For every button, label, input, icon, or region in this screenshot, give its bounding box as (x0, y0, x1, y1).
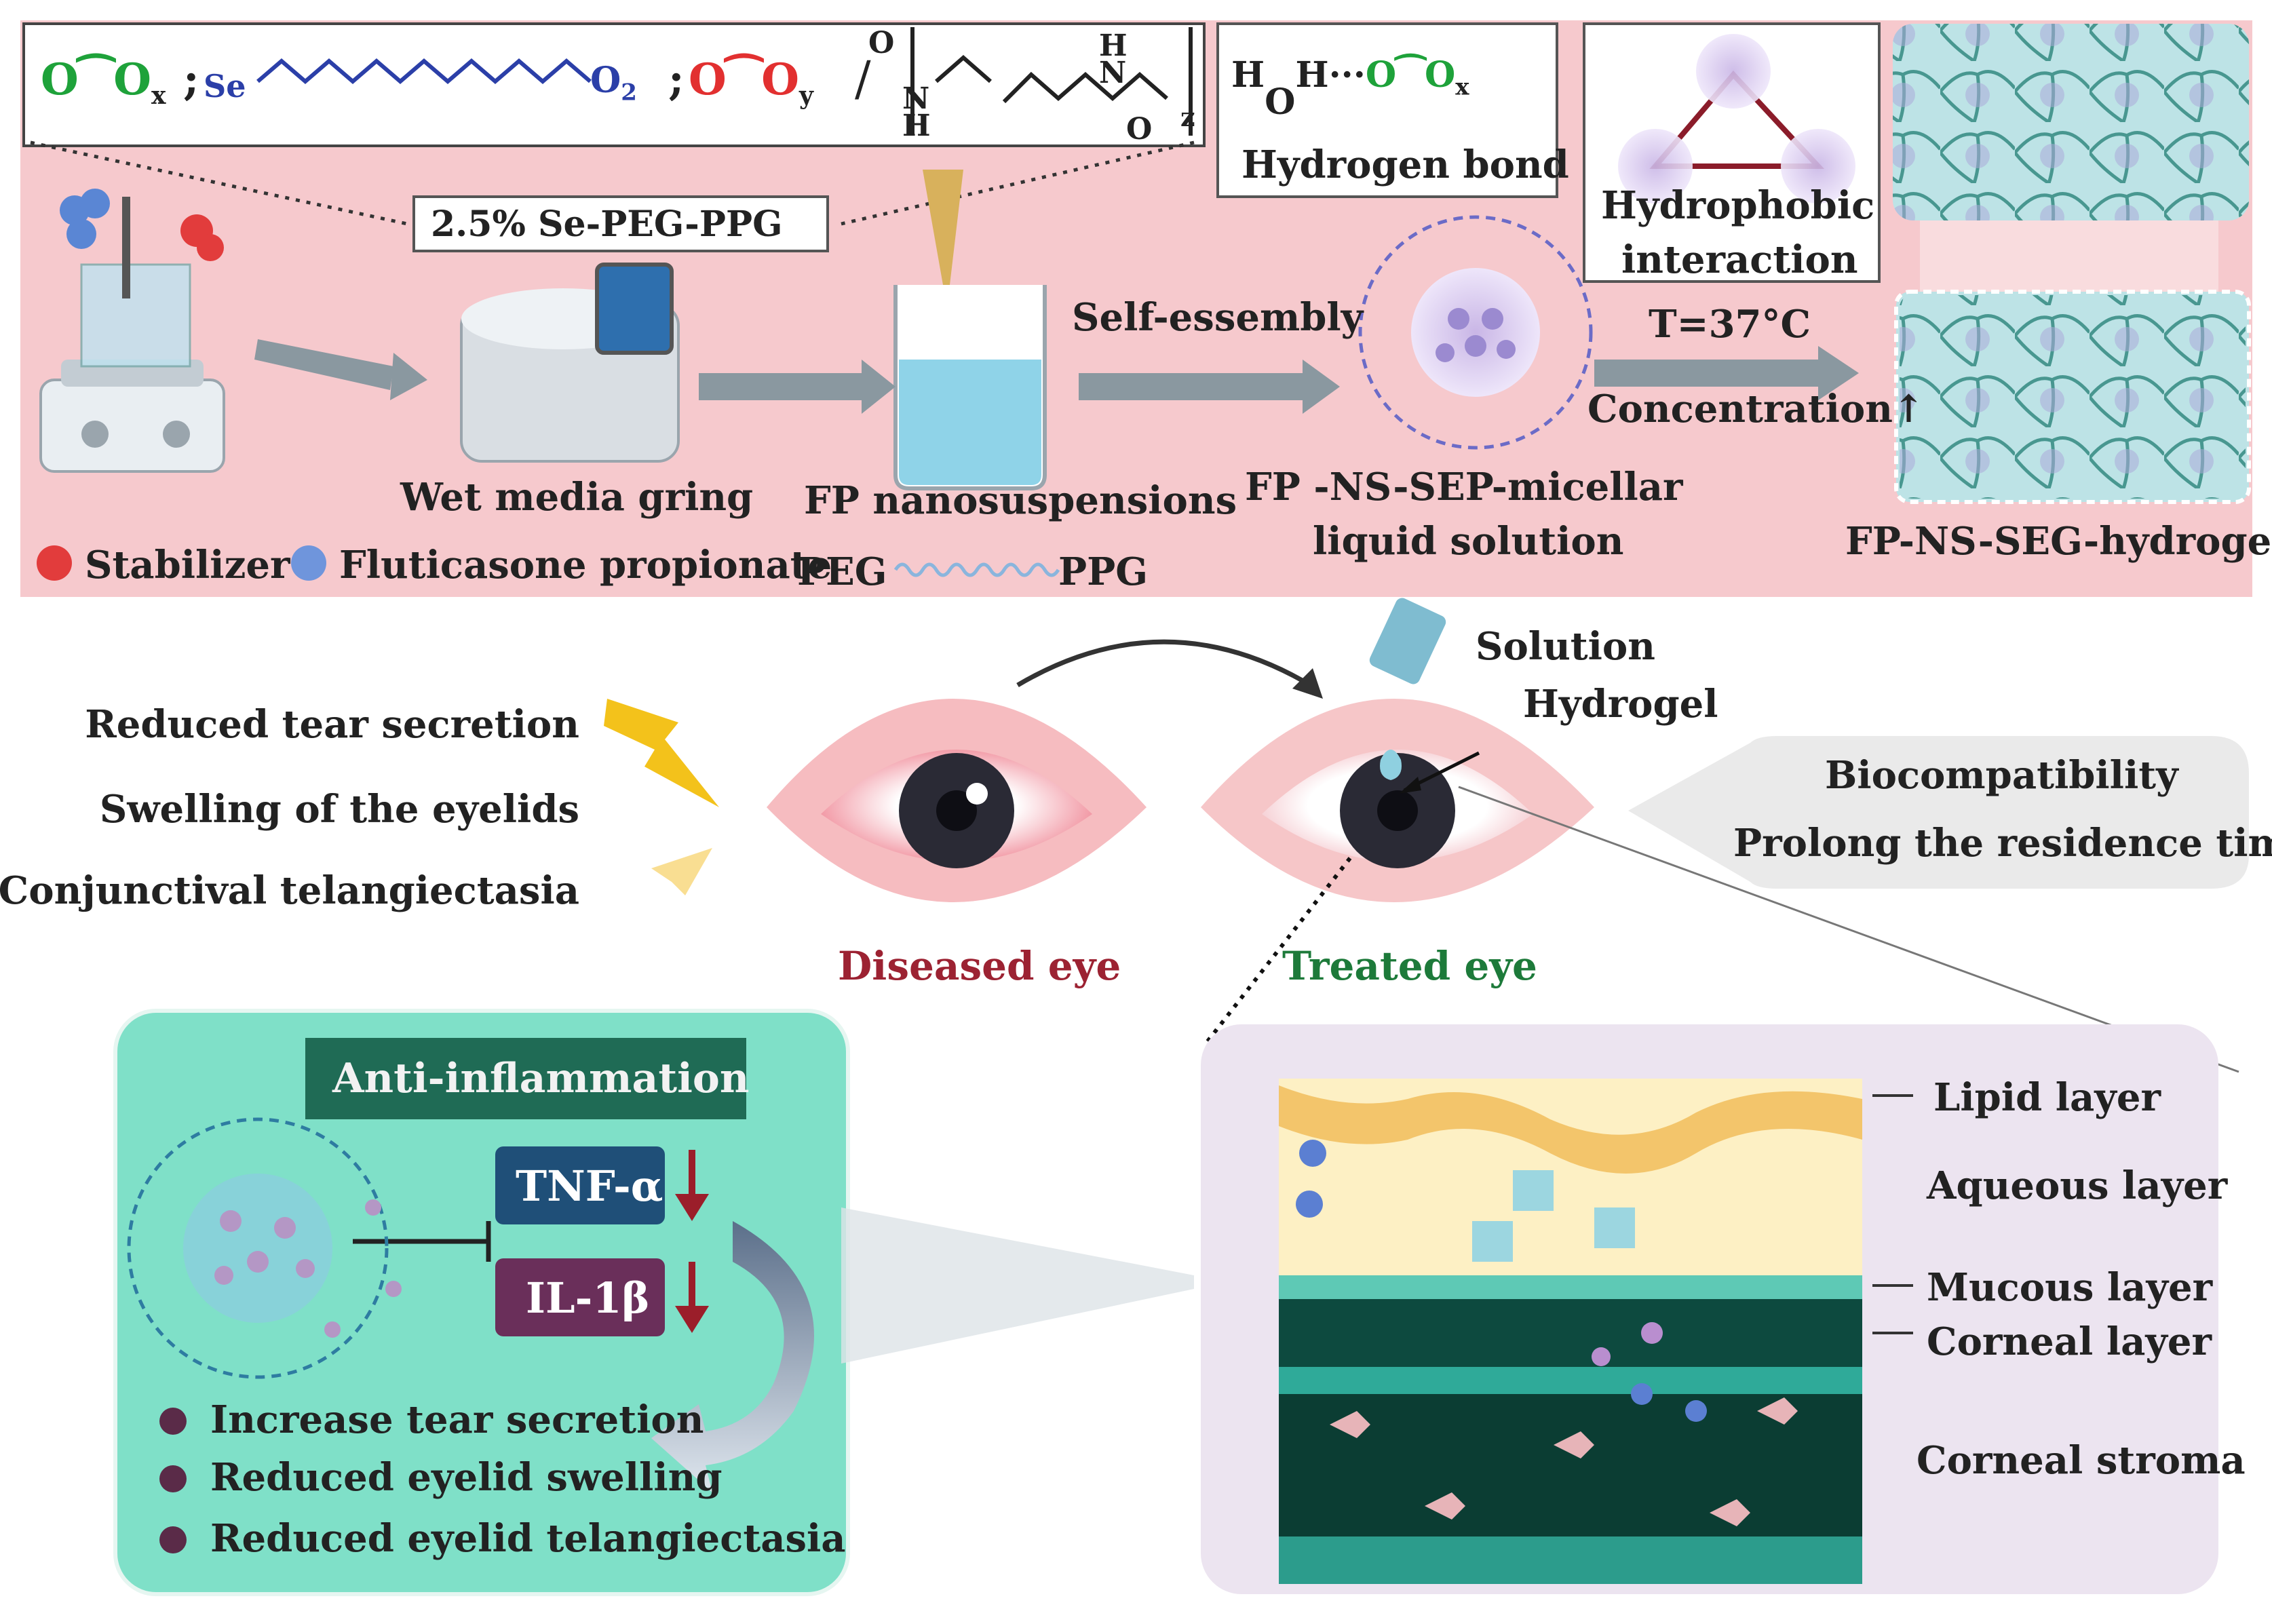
formula-sep2: ; (668, 54, 685, 105)
hbond-formula: HOH···O⁀Ox (1231, 54, 1469, 123)
lightning-icon (604, 699, 719, 807)
formula-ppg: O⁀Oy (689, 54, 813, 110)
outcome-2: Reduced eyelid swelling (210, 1455, 723, 1500)
benefit-1: Biocompatibility (1825, 753, 2178, 798)
self-assembly-label: Self-essembly (1072, 295, 1364, 340)
arrow-2 (699, 373, 862, 400)
formula-h-right: H (1099, 28, 1128, 63)
magnetic-stirrer-illustration (39, 189, 225, 473)
il-down-arrow (689, 1262, 695, 1313)
formula-oxygen-top: O (868, 26, 895, 60)
temperature-label: T=37°C (1649, 302, 1811, 347)
solution-label: Solution (1476, 624, 1655, 669)
beaker-illustration (893, 170, 1047, 490)
layer-mucous: Mucous layer (1927, 1265, 2213, 1310)
il-box (495, 1258, 665, 1336)
symptom-3: Conjunctival telangiectasia (0, 868, 579, 913)
tnf-box (495, 1146, 665, 1224)
hydrogel-label: FP-NS-SEG-hydrogel (1845, 519, 2272, 564)
outcome-1: Increase tear secretion (210, 1397, 704, 1442)
fluticasone-dot (291, 545, 326, 581)
polymer-label: 2.5% Se-PEG-PPG (431, 204, 783, 245)
formula-slash: / (855, 51, 871, 107)
micellar-label-2: liquid solution (1313, 519, 1624, 564)
formula-n-left: N (902, 81, 930, 116)
benefit-2: Prolong the residence time (1733, 821, 2272, 866)
tnf-down-arrow (689, 1150, 695, 1201)
bullet-3 (159, 1526, 187, 1553)
formula-oxygen-bottom: O (1126, 112, 1153, 147)
outcome-3: Reduced eyelid telangiectasia (210, 1516, 846, 1561)
symptom-1: Reduced tear secretion (85, 702, 579, 747)
hydrophobic-line1: Hydrophobic (1601, 183, 1875, 228)
il-label: IL-1β (526, 1273, 650, 1323)
layer-stroma: Corneal stroma (1917, 1438, 2246, 1483)
hbond-box (1216, 22, 1558, 198)
nanosuspensions-label: FP nanosuspensions (804, 478, 1237, 523)
peg-ppg-wave (893, 562, 1060, 577)
micelle-bottom-illustration (127, 1117, 402, 1379)
micellar-label-1: FP -NS-SEP-micellar (1245, 465, 1683, 509)
wet-media-mill-illustration (460, 263, 680, 463)
anti-inflammation-header-box (305, 1038, 746, 1119)
formula-sep1: ; (183, 54, 199, 105)
diseased-eye-illustration (767, 699, 1147, 902)
layer-aqueous: Aqueous layer (1927, 1163, 2228, 1208)
legend-fluticasone: Fluticasone propionate (339, 543, 832, 587)
polymer-label-box (412, 195, 829, 252)
legend-ppg: PPG (1058, 549, 1149, 594)
formula-n-right: N (1099, 56, 1127, 90)
diseased-eye-label: Diseased eye (838, 943, 1121, 989)
micelle-illustration (1358, 215, 1593, 450)
benefits-bubble (1628, 736, 2249, 889)
concentration-label: Concentration↑ (1587, 387, 1925, 431)
wet-media-label: Wet media gring (400, 475, 754, 520)
curved-arrow (1016, 639, 1317, 691)
formula-peg: O⁀Ox (41, 54, 166, 110)
arrow-4 (1594, 360, 1818, 387)
treated-eye-illustration (1201, 598, 1594, 902)
legend-stabilizer: Stabilizer (85, 543, 290, 587)
bullet-1 (159, 1408, 187, 1435)
layer-lipid: Lipid layer (1933, 1075, 2161, 1120)
formula-o2: O2 (590, 60, 637, 107)
tear-film-layers (1279, 1079, 1862, 1584)
tnf-label: TNF-α (516, 1161, 663, 1211)
formula-z: z (1180, 102, 1195, 132)
layer-corneal: Corneal layer (1927, 1319, 2212, 1364)
stabilizer-dot (37, 545, 72, 581)
legend-peg: PEG (797, 549, 887, 594)
anti-inflammation-title: Anti-inflammation (332, 1055, 750, 1102)
symptom-2: Swelling of the eyelids (99, 787, 579, 832)
treated-eye-label: Treated eye (1282, 943, 1537, 989)
hydrophobic-line2: interaction (1621, 237, 1858, 282)
cycle-arrow (651, 1221, 814, 1492)
bullet-2 (159, 1465, 187, 1492)
hbond-label: Hydrogen bond (1241, 142, 1569, 187)
hydrogel-pointer-label: Hydrogel (1523, 682, 1718, 727)
arrow-3 (1079, 373, 1303, 400)
formula-h-left: H (902, 109, 931, 143)
formula-se: Se (204, 68, 246, 104)
arrow-1 (254, 339, 393, 390)
